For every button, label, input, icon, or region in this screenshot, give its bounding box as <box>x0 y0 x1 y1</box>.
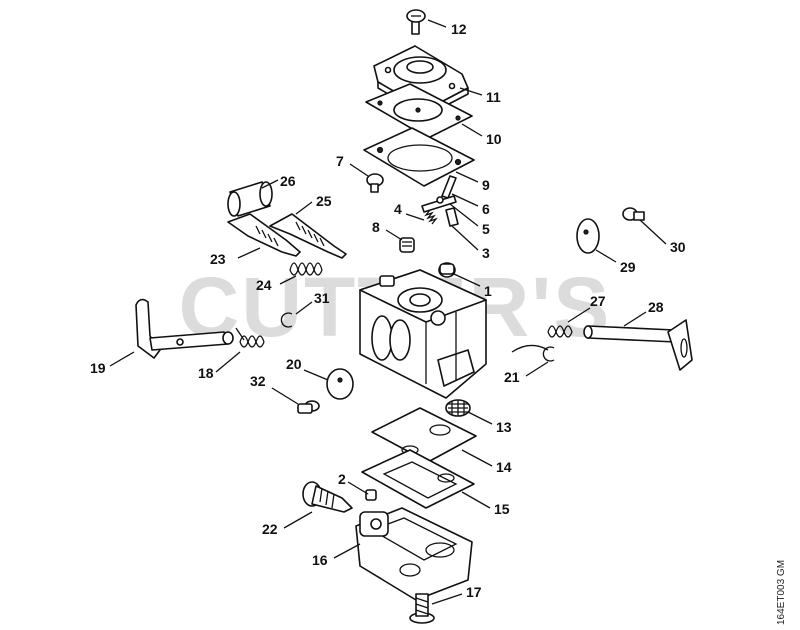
part-28-choke-shaft <box>583 319 693 371</box>
part-32-screw <box>297 400 320 414</box>
callout-12: 12 <box>451 21 467 37</box>
part-7-screw <box>366 173 384 193</box>
part-27-spring <box>547 325 573 338</box>
part-12-screw <box>406 9 426 35</box>
part-2-sleeve <box>365 489 377 501</box>
part-16-metering-cover <box>355 507 473 601</box>
callout-9: 9 <box>482 177 490 193</box>
callout-3: 3 <box>482 245 490 261</box>
callout-27: 27 <box>590 293 606 309</box>
callout-20: 20 <box>286 356 302 372</box>
callout-8: 8 <box>372 219 380 235</box>
callout-13: 13 <box>496 419 512 435</box>
carburetor-body <box>359 269 487 399</box>
callout-25: 25 <box>316 193 332 209</box>
callout-28: 28 <box>648 299 664 315</box>
callout-17: 17 <box>466 584 482 600</box>
part-30-screw <box>622 207 645 221</box>
callout-16: 16 <box>312 552 328 568</box>
callout-10: 10 <box>486 131 502 147</box>
part-20-throttle-plate <box>326 368 354 400</box>
drawing-code: 164ET003 GM <box>776 559 787 625</box>
callout-11: 11 <box>486 89 501 105</box>
part-17-screw <box>409 593 435 624</box>
callout-labels: 12 11 10 7 9 26 25 6 4 5 8 3 23 30 24 29… <box>90 21 686 600</box>
callout-1: 1 <box>484 283 492 299</box>
part-10-pump-diaphragm <box>365 83 473 139</box>
part-22-fuel-nozzle <box>302 481 353 513</box>
part-25-adjusting-screw <box>269 213 347 259</box>
part-23-adjusting-screw <box>227 213 301 257</box>
callout-5: 5 <box>482 221 490 237</box>
part-13-screen <box>445 399 471 417</box>
part-9-gasket <box>363 127 475 187</box>
part-15-gasket <box>361 449 475 509</box>
callout-31: 31 <box>314 290 330 306</box>
callout-30: 30 <box>670 239 686 255</box>
part-5-inlet-lever <box>421 195 457 213</box>
callout-32: 32 <box>250 373 266 389</box>
part-4-spring <box>423 208 438 225</box>
part-18-spring <box>235 327 265 348</box>
callout-23: 23 <box>210 251 226 267</box>
callout-6: 6 <box>482 201 490 217</box>
part-31-clip <box>280 312 293 328</box>
callout-14: 14 <box>496 459 512 475</box>
part-24-spring <box>289 262 323 276</box>
callout-26: 26 <box>280 173 296 189</box>
leader-lines <box>109 19 667 605</box>
callout-15: 15 <box>494 501 510 517</box>
callout-7: 7 <box>336 153 344 169</box>
part-19-throttle-shaft <box>135 298 234 359</box>
part-11-pump-cover <box>373 45 469 117</box>
part-26-limiter-cap <box>227 181 273 217</box>
callout-29: 29 <box>620 259 636 275</box>
callout-19: 19 <box>90 360 106 376</box>
callout-18: 18 <box>198 365 214 381</box>
part-3-inlet-needle <box>445 207 459 227</box>
callout-2: 2 <box>338 471 346 487</box>
part-21-clip <box>511 344 555 362</box>
part-8-sleeve <box>399 237 415 253</box>
part-29-choke-plate <box>576 218 600 254</box>
callout-24: 24 <box>256 277 272 293</box>
callout-4: 4 <box>394 201 402 217</box>
callout-22: 22 <box>262 521 278 537</box>
callout-21: 21 <box>504 369 520 385</box>
part-1-valve <box>438 262 456 278</box>
